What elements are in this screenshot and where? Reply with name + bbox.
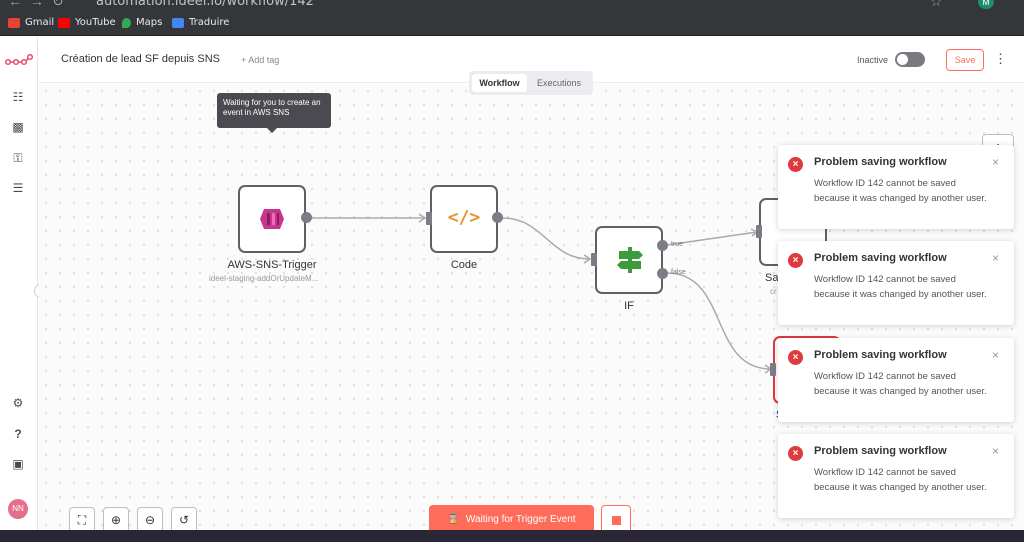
if-true-label: true	[671, 241, 684, 248]
bookmark-gmail[interactable]: Gmail	[8, 17, 54, 28]
toast-message: Workflow ID 142 cannot be saved because …	[814, 178, 987, 204]
reset-zoom-button[interactable]: ↺	[171, 507, 197, 533]
trigger-node-label: AWS-SNS-Trigger	[227, 259, 317, 271]
aws-sns-icon	[260, 209, 284, 229]
node-aws-sns-trigger[interactable]	[238, 185, 306, 253]
bookmark-maps[interactable]: Maps	[122, 17, 162, 28]
salesforce-input-handle[interactable]	[756, 225, 762, 238]
code-input-handle[interactable]	[426, 212, 432, 225]
salesforce-node-subtitle: cr	[770, 287, 777, 296]
error-icon: ×	[788, 253, 803, 268]
save-button[interactable]: Save	[946, 49, 984, 71]
active-toggle[interactable]	[895, 52, 925, 67]
code-icon: </>	[447, 207, 481, 228]
workflows-icon[interactable]: ☷	[12, 90, 24, 104]
stop-icon	[612, 516, 621, 525]
if-signpost-icon	[617, 247, 643, 273]
templates-icon[interactable]: ▩	[12, 120, 24, 134]
toast-message: Workflow ID 142 cannot be saved because …	[814, 274, 987, 300]
trigger-node-subtitle: ideel-staging-addOrUpdateM...	[209, 274, 319, 283]
bookmark-star-icon[interactable]: ☆	[930, 0, 943, 9]
sidebar: ☷ ▩ ⚿ ☰ ⚙ ? ▣ NN	[0, 37, 38, 530]
close-icon[interactable]: ×	[992, 155, 1000, 169]
gift-icon[interactable]: ▣	[12, 457, 24, 471]
code-node-label: Code	[450, 259, 478, 271]
more-options-icon[interactable]: ⋮	[994, 51, 1007, 66]
toast-message: Workflow ID 142 cannot be saved because …	[814, 467, 987, 493]
forward-icon[interactable]: →	[30, 0, 44, 9]
code-output-handle[interactable]	[492, 212, 503, 223]
active-status-label: Inactive	[857, 55, 889, 65]
if-true-handle[interactable]	[657, 240, 668, 251]
arrow-head	[418, 213, 427, 223]
bookmark-youtube[interactable]: YouTube	[58, 17, 116, 28]
close-icon[interactable]: ×	[992, 251, 1000, 265]
error-toast: × Problem saving workflow Workflow ID 14…	[778, 434, 1014, 518]
connection-false-salesforce	[666, 272, 772, 370]
gmail-icon	[8, 17, 20, 28]
error-icon: ×	[788, 350, 803, 365]
user-avatar[interactable]: NN	[8, 499, 28, 519]
connection-code-if	[501, 217, 591, 260]
toast-title: Problem saving workflow	[814, 445, 947, 457]
if-false-handle[interactable]	[657, 268, 668, 279]
error-toast: × Problem saving workflow Workflow ID 14…	[778, 145, 1014, 229]
executions-list-icon[interactable]: ☰	[12, 181, 24, 195]
tab-executions[interactable]: Executions	[536, 78, 582, 88]
app: ☷ ▩ ⚿ ☰ ⚙ ? ▣ NN › Création de lead SF d…	[0, 37, 1024, 535]
reload-icon[interactable]: ↻	[52, 0, 64, 9]
toast-title: Problem saving workflow	[814, 252, 947, 264]
error-toast: × Problem saving workflow Workflow ID 14…	[778, 241, 1014, 325]
add-tag-button[interactable]: + Add tag	[241, 55, 280, 65]
error-toast: × Problem saving workflow Workflow ID 14…	[778, 338, 1014, 422]
if-false-label: false	[671, 269, 686, 276]
settings-gear-icon[interactable]: ⚙	[12, 396, 24, 410]
maps-icon	[122, 17, 131, 28]
bookmark-traduire[interactable]: Traduire	[172, 17, 229, 28]
help-icon[interactable]: ?	[14, 427, 22, 441]
toast-title: Problem saving workflow	[814, 349, 947, 361]
if-input-handle[interactable]	[591, 253, 597, 266]
address-bar[interactable]: automation.ideel.io/workflow/142	[96, 0, 314, 9]
credentials-key-icon[interactable]: ⚿	[13, 151, 23, 165]
if-node-label: IF	[624, 300, 634, 312]
translate-icon	[172, 17, 184, 28]
error-icon: ×	[788, 157, 803, 172]
close-icon[interactable]: ×	[992, 348, 1000, 362]
os-dock-strip	[0, 530, 1024, 542]
profile-avatar[interactable]: M	[978, 0, 994, 9]
view-tabs: Workflow Executions	[469, 71, 593, 95]
n8n-logo-icon[interactable]	[5, 53, 33, 67]
browser-top-bar: ← → ↻ automation.ideel.io/workflow/142 ☆…	[0, 0, 1024, 12]
tab-workflow[interactable]: Workflow	[472, 74, 527, 92]
trigger-output-handle[interactable]	[301, 212, 312, 223]
workflow-title[interactable]: Création de lead SF depuis SNS	[61, 53, 220, 65]
node-if[interactable]	[595, 226, 663, 294]
trigger-waiting-tooltip: Waiting for you to create an event in AW…	[217, 93, 331, 133]
close-icon[interactable]: ×	[992, 444, 1000, 458]
salesforce2-input-handle[interactable]	[770, 363, 776, 376]
arrow-head	[583, 254, 592, 264]
connection-true-salesforce	[666, 231, 758, 246]
spinner-icon: ⌛	[447, 514, 460, 525]
node-code[interactable]: </>	[430, 185, 498, 253]
toast-title: Problem saving workflow	[814, 156, 947, 168]
error-icon: ×	[788, 446, 803, 461]
youtube-icon	[58, 17, 70, 28]
bookmarks-bar: Gmail YouTube Maps Traduire	[0, 12, 1024, 36]
back-icon[interactable]: ←	[8, 0, 22, 9]
toast-message: Workflow ID 142 cannot be saved because …	[814, 371, 987, 397]
zoom-in-button[interactable]: ⊕	[103, 507, 129, 533]
